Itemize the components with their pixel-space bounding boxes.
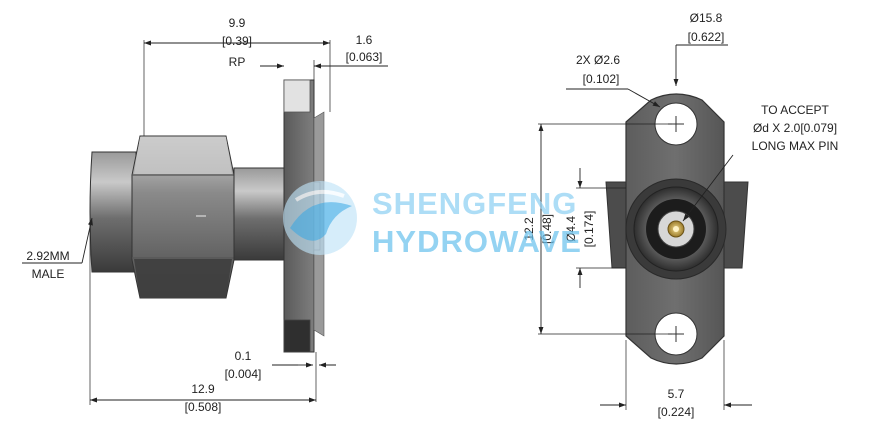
watermark-line1: SHENGFENG [372, 186, 577, 221]
dim-width: 5.7 [668, 387, 685, 401]
watermark-line2: HYDROWAVE [372, 224, 582, 259]
dim-width-in: [0.224] [658, 405, 695, 419]
dim-gap-in: [0.004] [225, 367, 262, 381]
front-dimensions: 2X Ø2.6 [0.102] Ø15.8 [0.622] TO ACCEPT … [522, 11, 838, 419]
dim-body-dia: Ø4.4 [564, 216, 578, 242]
male-nose [89, 151, 137, 273]
front-view [605, 93, 749, 365]
dim-hole: 2X Ø2.6 [576, 53, 620, 67]
dim-rp-label: RP [229, 55, 246, 69]
dim-flange-thickness: 1.6 [356, 33, 373, 47]
dim-flange-thickness-in: [0.063] [346, 50, 383, 64]
dim-hole-span: 12.2 [522, 217, 536, 241]
dim-rp-length-in: [0.39] [222, 34, 252, 48]
dim-rp-length: 9.9 [229, 16, 246, 30]
dim-overall-in: [0.508] [185, 400, 222, 414]
dim-flange-od-in: [0.622] [688, 30, 725, 44]
male-label-line1: 2.92MM [26, 249, 69, 263]
dim-hole-span-in: [0.48] [540, 214, 554, 244]
dim-gap: 0.1 [235, 349, 252, 363]
pin-note-line2: Ød X 2.0[0.079] [753, 121, 837, 135]
dim-hole-in: [0.102] [583, 72, 620, 86]
male-label-line2: MALE [32, 267, 65, 281]
watermark-logo-icon [283, 181, 357, 255]
dim-overall: 12.9 [191, 382, 215, 396]
pin-note-line1: TO ACCEPT [761, 103, 829, 117]
pin-note-line3: LONG MAX PIN [752, 139, 839, 153]
side-dimensions: 9.9 [0.39] RP 1.6 [0.063] 0.1 [0.004] 12… [22, 16, 388, 414]
body-cylinder [233, 167, 285, 261]
watermark: SHENGFENG HYDROWAVE [283, 181, 582, 259]
dim-flange-od: Ø15.8 [690, 11, 723, 25]
dim-body-dia-in: [0.174] [582, 211, 596, 248]
